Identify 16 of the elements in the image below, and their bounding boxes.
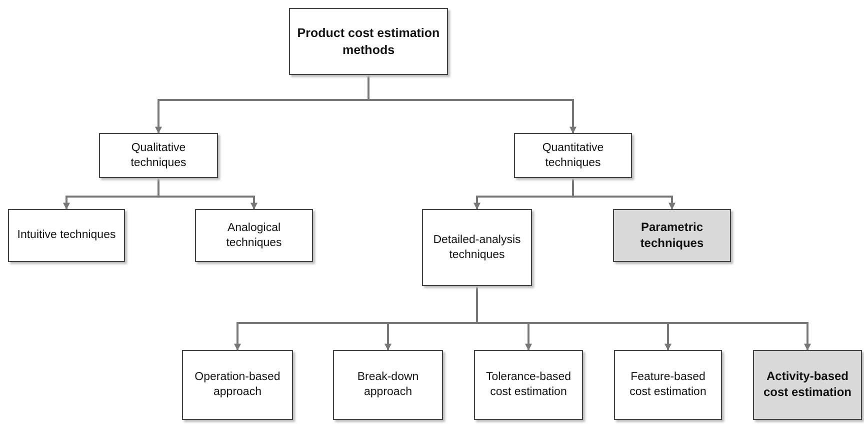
process-box: Qualitative techniques [99, 133, 218, 178]
process-box: Analogical techniques [195, 209, 313, 262]
process-box: Product cost estimation methods [289, 8, 448, 75]
process-box: Intuitive techniques [8, 209, 125, 262]
process-box: Parametric techniques [613, 209, 731, 262]
process-box: Break-down approach [333, 350, 443, 420]
arrow [158, 178, 258, 210]
process-box: Operation-based approach [182, 350, 293, 420]
process-box: Quantitative techniques [514, 133, 632, 178]
process-box: Activity-based cost estimation [753, 350, 862, 420]
process-box: Detailed-analysis techniques [422, 209, 532, 286]
arrow [476, 286, 811, 351]
arrow [572, 178, 676, 210]
arrow [368, 75, 576, 134]
process-box: Feature-based cost estimation [614, 350, 722, 420]
process-box: Tolerance-based cost estimation [474, 350, 583, 420]
